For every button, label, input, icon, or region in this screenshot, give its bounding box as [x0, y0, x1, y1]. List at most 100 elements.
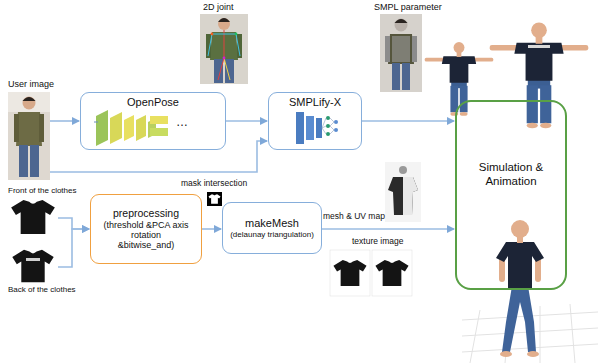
process-box: OpenPose [80, 92, 226, 150]
network-icon [94, 110, 168, 146]
box-title: preprocessing [113, 207, 179, 219]
user-photo [30, 145, 39, 177]
joint-photo [200, 14, 248, 84]
texture-image [330, 250, 412, 296]
network-icon [150, 116, 168, 124]
floor-grid [570, 304, 575, 363]
mesh-image [399, 166, 407, 174]
image-node: User image [8, 92, 50, 180]
annotation-label: 2D joint [203, 3, 234, 13]
network-icon [124, 115, 134, 141]
image-node: Front of the clothes [8, 198, 58, 236]
joint-photo [225, 59, 234, 83]
network-icon [326, 132, 330, 136]
box-title: Simulation & Animation [471, 161, 551, 187]
joint-photo [235, 33, 238, 36]
network-icon [96, 110, 108, 146]
floor-grid [540, 306, 541, 363]
texture-image [372, 250, 412, 296]
flow-arrow [58, 229, 89, 267]
texture-shirt [375, 260, 408, 286]
user-photo [14, 114, 19, 142]
network-icon [306, 116, 314, 140]
user-photo [39, 114, 44, 142]
box-title: makeMesh [245, 217, 299, 230]
user-photo [23, 97, 36, 110]
flow-arrow [362, 120, 454, 122]
joint-photo [218, 18, 230, 30]
flow-arrow [202, 228, 221, 230]
annotation-label: SMPL parameter [374, 3, 442, 13]
shirt-front [11, 200, 55, 234]
mesh-image [385, 162, 421, 222]
avatar-back [490, 22, 589, 128]
annotation-label: … [176, 116, 188, 129]
texture-shirt [333, 260, 366, 286]
joint-photo [218, 30, 224, 80]
flow-arrow [50, 141, 267, 172]
smpl-photo [395, 19, 408, 32]
annotation-label: mask intersection [181, 179, 247, 188]
process-box: makeMesh(delaunay triangulation) [222, 202, 322, 254]
avatar-front [425, 42, 494, 116]
flow-arrow [58, 218, 89, 229]
smpl-photo [395, 19, 408, 23]
network-icon [326, 116, 330, 120]
smpl-photo [380, 14, 422, 92]
annotation-label: mesh & UV map [323, 212, 385, 221]
smpl-photo [380, 14, 422, 92]
joint-photo [200, 14, 248, 84]
joint-photo [224, 58, 230, 80]
joint-photo [208, 34, 240, 56]
network-icon [326, 124, 330, 128]
smpl-photo [392, 63, 400, 90]
process-box: SMPLify-X [268, 92, 362, 150]
mesh-image [403, 177, 418, 215]
process-box: preprocessing(threshold &PCA axis rotati… [90, 194, 202, 264]
joint-photo [211, 33, 214, 36]
box-title: SMPLify-X [289, 96, 341, 109]
image-node: Back of the clothes [8, 248, 58, 284]
mesh-image [388, 177, 418, 215]
shirt-print [26, 258, 40, 261]
smpl-photo [402, 63, 410, 90]
network-icon [334, 128, 338, 132]
flow-arrow [322, 228, 454, 230]
image-caption: User image [8, 80, 54, 90]
user-photo [19, 145, 28, 177]
user-photo [23, 97, 36, 101]
flow-arrow [50, 120, 79, 122]
box-title: OpenPose [127, 96, 179, 109]
texture-image [330, 250, 370, 296]
user-photo [8, 92, 50, 112]
box-detail: (delaunay triangulation) [230, 230, 314, 239]
network-icon [334, 120, 338, 124]
network-icon [136, 115, 146, 141]
network-icon [316, 118, 322, 138]
user-photo [16, 112, 42, 146]
network-icon [322, 118, 334, 134]
network-icon [296, 112, 338, 144]
image-caption: Front of the clothes [8, 187, 76, 196]
annotation-label: texture image [352, 237, 404, 246]
user-photo [8, 92, 50, 180]
network-icon [94, 122, 98, 123]
flow-arrow [226, 120, 267, 122]
image-caption: Back of the clothes [8, 286, 76, 295]
process-box: Simulation & Animation [455, 100, 567, 290]
mask-image [207, 192, 222, 206]
smpl-photo [392, 36, 410, 62]
network-icon [296, 112, 304, 144]
smpl-photo [412, 36, 417, 62]
network-icon [150, 128, 168, 136]
shirt-print [528, 45, 550, 48]
smpl-photo [385, 36, 390, 62]
smpl-photo [388, 34, 414, 64]
floor-grid [470, 310, 480, 363]
box-detail: (threshold &PCA axis rotation &bitwise_a… [102, 220, 190, 251]
joint-photo [218, 18, 230, 22]
network-icon [110, 112, 122, 144]
joint-photo [223, 57, 226, 60]
mask-shape [209, 194, 221, 203]
